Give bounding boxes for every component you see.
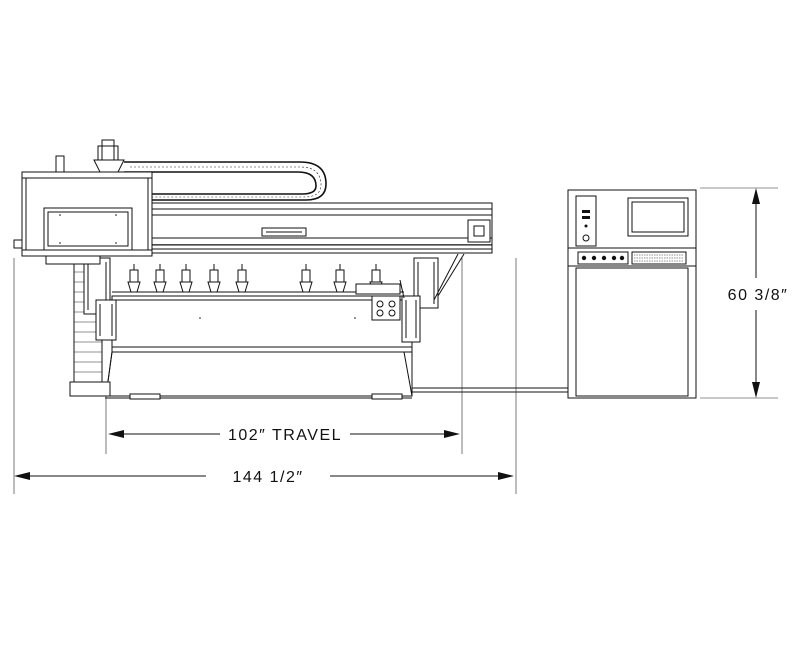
gantry-beam [147, 202, 493, 254]
height-dimension-label: 60 3/8″ [728, 287, 789, 304]
machine-table [111, 295, 413, 353]
control-panel [575, 195, 597, 247]
left-stand [69, 257, 117, 397]
tool-holder [179, 264, 193, 293]
pneumatic-fitting [371, 295, 401, 321]
tool-holder [207, 264, 221, 293]
right-stand [401, 253, 465, 343]
dimension-lines: 102″ TRAVEL 144 1/2″ 60 3/8″ [13, 187, 789, 494]
keyboard [631, 251, 687, 265]
cnc-router-machine [13, 139, 578, 400]
height-dimension: 60 3/8″ [728, 188, 789, 398]
width-dimension: 144 1/2″ [14, 469, 514, 486]
width-dimension-label: 144 1/2″ [232, 469, 303, 486]
tool-holder [333, 264, 347, 293]
tool-holder [235, 264, 249, 293]
monitor-screen [627, 197, 689, 237]
tool-holder [127, 264, 141, 293]
machine-base [105, 351, 413, 400]
tool-holder [153, 264, 167, 293]
travel-dimension-label: 102″ TRAVEL [228, 427, 342, 444]
operator-buttons [577, 251, 629, 265]
spindle-head [13, 139, 153, 294]
control-cabinet [567, 189, 697, 399]
travel-dimension: 102″ TRAVEL [108, 427, 460, 444]
cable-carrier [124, 161, 327, 201]
tool-holder [299, 264, 313, 293]
tool-changer [112, 264, 405, 299]
